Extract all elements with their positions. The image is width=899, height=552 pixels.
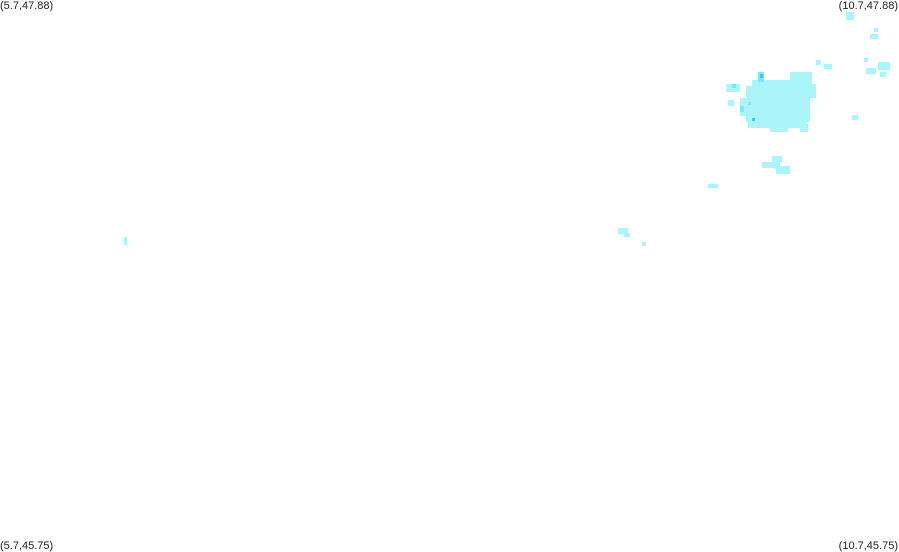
precip-cluster-strong xyxy=(752,74,763,121)
corner-label-bottom-right: (10.7,45.75) xyxy=(838,540,898,552)
corner-label-top-right: (10.7,47.88) xyxy=(838,0,898,12)
corner-label-bottom-left: (5.7,45.75) xyxy=(0,540,54,552)
precip-cluster-northeast xyxy=(124,12,890,246)
corner-label-top-left: (5.7,47.88) xyxy=(0,0,54,12)
